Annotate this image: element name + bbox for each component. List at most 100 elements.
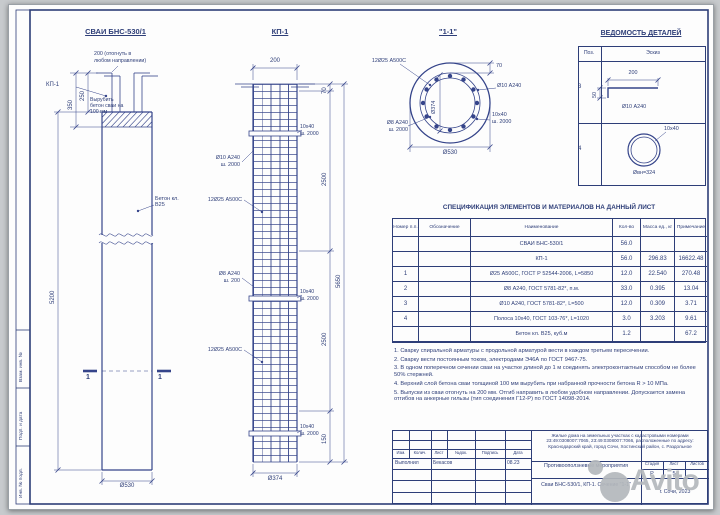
frame-label-podp-data: Подп. и дата xyxy=(19,411,24,440)
spec-cell: 56.0 xyxy=(613,237,641,252)
cage-dim-2500-b: 2500 xyxy=(322,332,328,346)
details-list-title: ВЕДОМОСТЬ ДЕТАЛЕЙ xyxy=(600,30,682,37)
spec-cell: 3 xyxy=(393,297,419,312)
cage-dim-dia374: Ø374 xyxy=(267,476,283,482)
spec-cell: 67.2 xyxy=(675,327,707,342)
spec-cell: 33.0 xyxy=(613,282,641,297)
spec-cell xyxy=(675,237,707,252)
spec-cell: 3.0 xyxy=(613,312,641,327)
pile-cut-mark-right: 1 xyxy=(158,374,162,381)
spec-cell xyxy=(641,327,675,342)
section-dim-dia374: Ø374 xyxy=(431,100,437,114)
details-col-divider xyxy=(601,47,602,185)
section-1-1-drawing xyxy=(399,60,497,152)
details-col-sketch-header: Эскиз xyxy=(646,50,660,56)
stamp-col xyxy=(475,431,476,505)
spec-cell: 22.540 xyxy=(641,267,675,282)
spec-header-name: Наименование xyxy=(471,219,613,237)
spec-cell: Ø10 А240, ГОСТ 5781-82*, L=500 xyxy=(471,297,613,312)
section-label-d25: 12Ø25 А500С xyxy=(371,58,406,64)
spec-cell: 12.0 xyxy=(613,267,641,282)
stamp-line xyxy=(393,469,531,470)
cage-strip-step-2: ш. 2000 xyxy=(300,296,319,302)
cage-dim-150: 150 xyxy=(322,433,328,444)
avito-watermark: Avito xyxy=(586,456,718,512)
stamp-project-description: Жилые дома на земельных участках с кадас… xyxy=(546,432,694,450)
stamp-stage-value: Р xyxy=(650,470,654,477)
general-notes: 1. Сварку спиральной арматуры с продольн… xyxy=(394,348,706,403)
pile-dim-250: 250 xyxy=(80,90,86,101)
spec-cell xyxy=(641,237,675,252)
sheet-frame xyxy=(15,9,709,505)
cage-rebar-grid xyxy=(253,84,297,462)
pile-chip-note: Вырубить бетон сваи на 100 мм xyxy=(90,97,124,116)
spec-cell xyxy=(393,327,419,342)
cage-label-d10: Ø10 А240 xyxy=(215,155,240,161)
note-item: 2. Сварку вести постоянным током, электр… xyxy=(394,356,588,363)
spec-cell: 9.61 xyxy=(675,312,707,327)
spec-cell: 16622.48 xyxy=(675,252,707,267)
spec-cell: СВАИ БНС-530/1 xyxy=(471,237,613,252)
stamp-col-sign: Подпись xyxy=(481,449,499,455)
section-view-title: "1-1" xyxy=(439,27,457,36)
detail3-label: Ø10 А240 xyxy=(621,104,647,110)
stamp-author-name: Бекасов xyxy=(433,459,453,466)
pile-dim-dia530: Ø530 xyxy=(119,483,135,489)
spec-header-designation: Обозначение xyxy=(419,219,471,237)
spec-header-num: Номер п.п. xyxy=(393,219,419,237)
pile-concrete-label: Бетон кл. В25 xyxy=(155,196,179,209)
spec-cell xyxy=(419,312,471,327)
spec-cell xyxy=(419,237,471,252)
spec-cell xyxy=(393,252,419,267)
spec-header-mass: Масса ед., кг xyxy=(641,219,675,237)
cage-strip-step-1: ш. 2000 xyxy=(300,131,319,137)
spec-cell: 12.0 xyxy=(613,297,641,312)
cage-strip-label-1: 10х40 xyxy=(300,124,315,130)
spec-cell xyxy=(419,297,471,312)
spec-cell: Ø8 А240, ГОСТ 5781-82*, п.м. xyxy=(471,282,613,297)
spec-cell: 13.04 xyxy=(675,282,707,297)
stamp-line xyxy=(393,480,531,481)
stamp-org: г. Сочи, 2023 xyxy=(659,489,691,495)
stamp-line xyxy=(393,449,531,450)
avito-logo-circle-small xyxy=(588,460,603,475)
spec-table: Номер п.п. Обозначение Наименование Кол-… xyxy=(392,218,707,343)
detail3-dim-200: 200 xyxy=(628,70,638,76)
spec-cell: КП-1 xyxy=(471,252,613,267)
pile-kp1-reference: КП-1 xyxy=(46,82,60,88)
stamp-stage-label: Стадия xyxy=(644,461,660,466)
spec-cell: 4 xyxy=(393,312,419,327)
spec-cell: 1.2 xyxy=(613,327,641,342)
stamp-col-izm: Изм. xyxy=(396,449,406,455)
stamp-col xyxy=(505,431,506,505)
cage-strip-label-2: 10х40 xyxy=(300,289,315,295)
section-strip-label: 10х40 xyxy=(492,112,507,118)
stamp-col-date: Дата xyxy=(513,449,523,455)
spec-cell: 2 xyxy=(393,282,419,297)
stamp-role: Выполнил xyxy=(395,459,419,466)
details-pos-4: 4 xyxy=(578,146,582,152)
spec-cell: Ø25 А500С, ГОСТ Р 52544-2006, L=5850 xyxy=(471,267,613,282)
pile-bend-note-line2: любом направлении) xyxy=(94,58,147,64)
spec-cell xyxy=(419,327,471,342)
stamp-line xyxy=(641,469,709,470)
stamp-line xyxy=(393,458,531,459)
note-item: 3. В одном поперечном сечении сваи на уч… xyxy=(394,365,696,379)
stamp-sheet-label: Лист xyxy=(669,461,679,466)
cage-label-d8: Ø8 А240 xyxy=(218,271,240,277)
section-strip-step: ш. 2000 xyxy=(492,119,512,125)
stamp-col-list: Лист xyxy=(434,449,444,455)
note-item: 5. Выпуски из сваи отогнуть на 200 мм. О… xyxy=(394,389,686,403)
stamp-col-kolich: Колич. xyxy=(413,449,427,455)
spec-cell: 0.395 xyxy=(641,282,675,297)
section-label-d8-step: ш. 2000 xyxy=(388,127,408,133)
spec-cell xyxy=(419,252,471,267)
cage-view-title: КП-1 xyxy=(271,27,289,36)
cage-dim-200: 200 xyxy=(269,58,280,64)
spec-cell: 56.0 xyxy=(613,252,641,267)
note-item: 4. Верхний слой бетона сваи толщиной 100… xyxy=(394,380,669,387)
stamp-section-name: Противооползневые мероприятия xyxy=(543,463,629,469)
details-row-divider xyxy=(579,123,705,124)
detail4-label: 10х40 xyxy=(664,126,679,132)
